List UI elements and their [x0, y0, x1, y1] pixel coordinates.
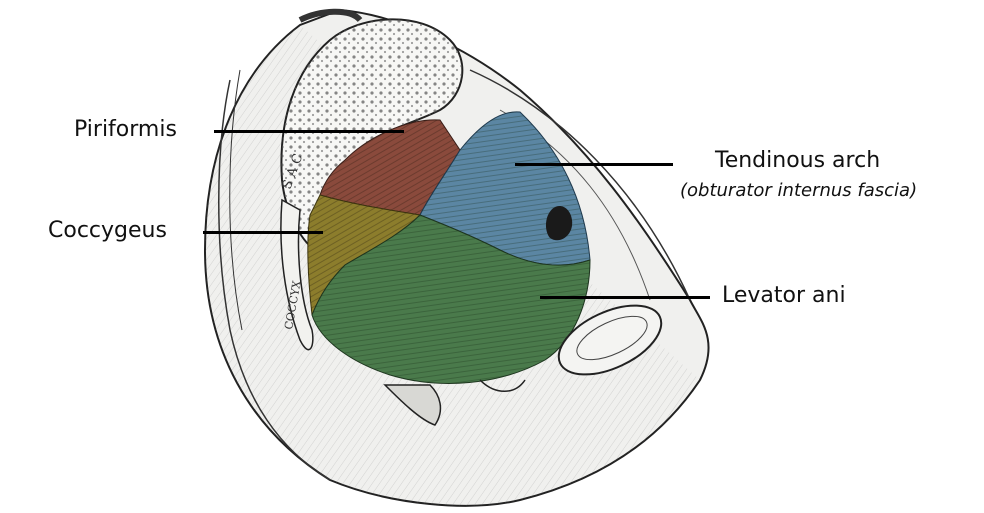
levator-ani-label: Levator ani	[722, 283, 846, 308]
piriformis-leader-line	[214, 130, 404, 133]
tendinous-arch-label: Tendinous arch	[715, 148, 881, 173]
piriformis-label: Piriformis	[74, 117, 177, 142]
anal-canal-structure	[383, 379, 526, 426]
piriformis-muscle	[319, 119, 461, 216]
tendinous-arch-leader-line	[515, 163, 673, 166]
tendinous-arch-note: (obturator internus fascia)	[680, 180, 918, 201]
coccygeus-label: Coccygeus	[48, 218, 167, 243]
obturator-canal	[545, 205, 573, 241]
coccygeus-leader-line	[203, 231, 323, 234]
coccyx-bone: COCCYX	[280, 198, 314, 351]
tendinous-arch-region	[419, 111, 591, 266]
levator-ani-leader-line	[540, 296, 710, 299]
pubic-symphysis	[557, 304, 663, 376]
levator-ani-muscle	[311, 214, 591, 384]
